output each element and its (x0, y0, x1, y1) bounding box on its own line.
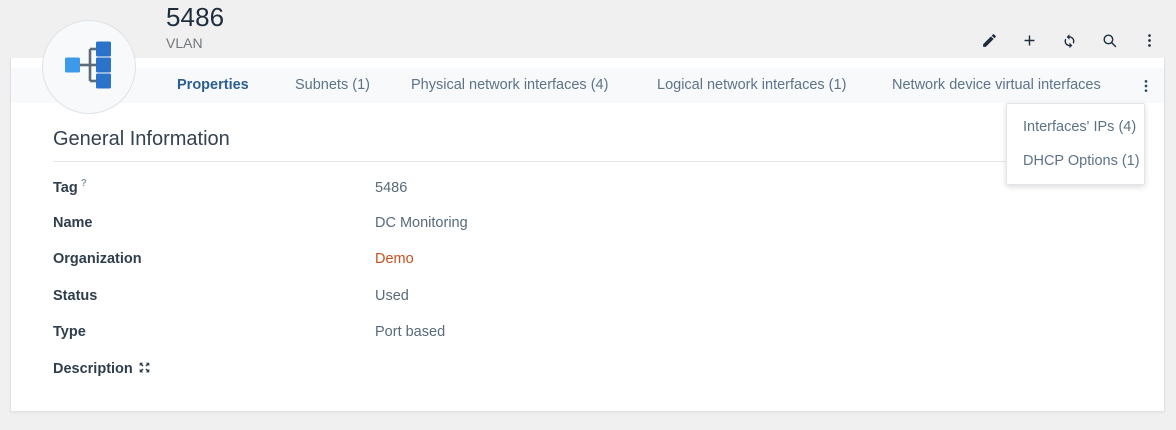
property-list: Tag? 5486 Name DC Monitoring Organizatio… (43, 162, 1132, 397)
property-label: Name (53, 214, 93, 231)
pencil-icon[interactable] (978, 29, 1000, 51)
search-icon[interactable] (1098, 29, 1120, 51)
content-card: Properties Subnets (1) Physical network … (10, 58, 1165, 412)
property-value-link-organization[interactable]: Demo (375, 251, 414, 267)
property-value: Port based (375, 324, 446, 340)
property-row-organization: Organization Demo (53, 251, 1122, 288)
property-row-description: Description (53, 361, 1122, 398)
property-row-tag: Tag? 5486 (53, 178, 1122, 215)
tab-subnets[interactable]: Subnets (1) (295, 77, 370, 93)
property-value: DC Monitoring (375, 214, 468, 231)
page-subtitle: VLAN (166, 35, 203, 51)
tab-overflow-dropdown: Interfaces' IPs (4) DHCP Options (1) (1006, 103, 1145, 185)
page-title: 5486 (166, 2, 225, 32)
title-block: 5486 VLAN (166, 2, 224, 52)
property-label: Organization (53, 251, 142, 267)
header-actions (978, 29, 1160, 51)
section-divider (53, 161, 1122, 162)
property-row-status: Status Used (53, 288, 1122, 325)
property-label-text: Tag (53, 179, 78, 196)
tab-network-device-virtual-interfaces[interactable]: Network device virtual interfaces (892, 77, 1101, 93)
property-label: Description (53, 361, 375, 377)
property-label: Tag? (53, 178, 375, 196)
expand-arrows-icon[interactable] (139, 361, 150, 377)
property-row-name: Name DC Monitoring (53, 215, 1122, 252)
refresh-icon[interactable] (1058, 29, 1080, 51)
property-value: 5486 (375, 179, 408, 196)
tab-properties[interactable]: Properties (177, 77, 249, 93)
tab-physical-network-interfaces[interactable]: Physical network interfaces (4) (411, 77, 609, 93)
page-header: 5486 VLAN (0, 0, 1176, 58)
section-title: General Information (53, 128, 230, 150)
general-information-section: General Information Tag? 5486 Name DC Mo… (11, 103, 1164, 397)
property-label: Status (53, 287, 98, 304)
tab-bar: Properties Subnets (1) Physical network … (11, 68, 1164, 103)
dropdown-item-interfaces-ips[interactable]: Interfaces' IPs (4) (1023, 119, 1137, 135)
tab-logical-network-interfaces[interactable]: Logical network interfaces (1) (657, 77, 847, 93)
property-row-type: Type Port based (53, 324, 1122, 361)
property-label: Type (53, 324, 86, 340)
plus-icon[interactable] (1018, 29, 1040, 51)
tab-overflow-kebab-menu-icon[interactable] (1136, 76, 1156, 96)
property-label-text: Description (53, 360, 133, 377)
help-icon[interactable]: ? (80, 178, 87, 189)
vlan-network-topology-icon (62, 40, 116, 95)
kebab-menu-icon[interactable] (1138, 29, 1160, 51)
property-value: Used (375, 287, 409, 304)
dropdown-item-dhcp-options[interactable]: DHCP Options (1) (1023, 153, 1140, 169)
avatar (42, 20, 136, 114)
